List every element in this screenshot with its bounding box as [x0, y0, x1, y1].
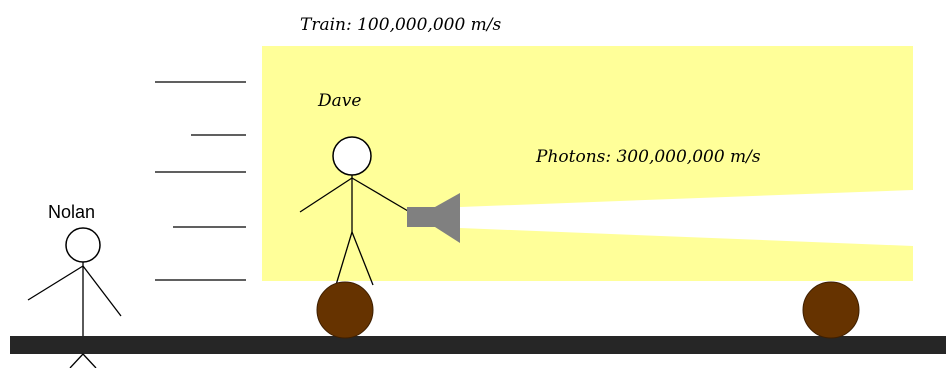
dave-label: Dave	[317, 91, 361, 111]
dave-figure	[299, 136, 409, 286]
photon-speed-label: Photons: 300,000,000 m/s	[535, 147, 761, 167]
rear-wheel	[802, 281, 860, 339]
nolan-left-leg	[69, 353, 84, 368]
train-body	[262, 46, 913, 281]
track	[10, 336, 946, 354]
nolan-left-arm	[27, 265, 84, 301]
nolan-right-arm	[82, 265, 122, 317]
dave-right-arm	[351, 177, 409, 212]
motion-lines	[155, 81, 246, 281]
light-beam	[460, 190, 913, 246]
front-wheel	[316, 281, 374, 339]
dave-left-arm	[299, 177, 353, 213]
nolan-head	[65, 227, 101, 263]
nolan-right-leg	[82, 353, 97, 368]
nolan-figure	[27, 227, 122, 368]
nolan-label: Nolan	[48, 202, 95, 222]
flashlight-icon	[407, 193, 460, 243]
flashlight-head	[435, 193, 460, 243]
dave-left-leg	[335, 231, 353, 286]
flashlight-handle	[407, 207, 435, 227]
dave-right-leg	[351, 231, 374, 286]
dave-head	[332, 136, 372, 176]
train-speed-label: Train: 100,000,000 m/s	[300, 15, 502, 35]
